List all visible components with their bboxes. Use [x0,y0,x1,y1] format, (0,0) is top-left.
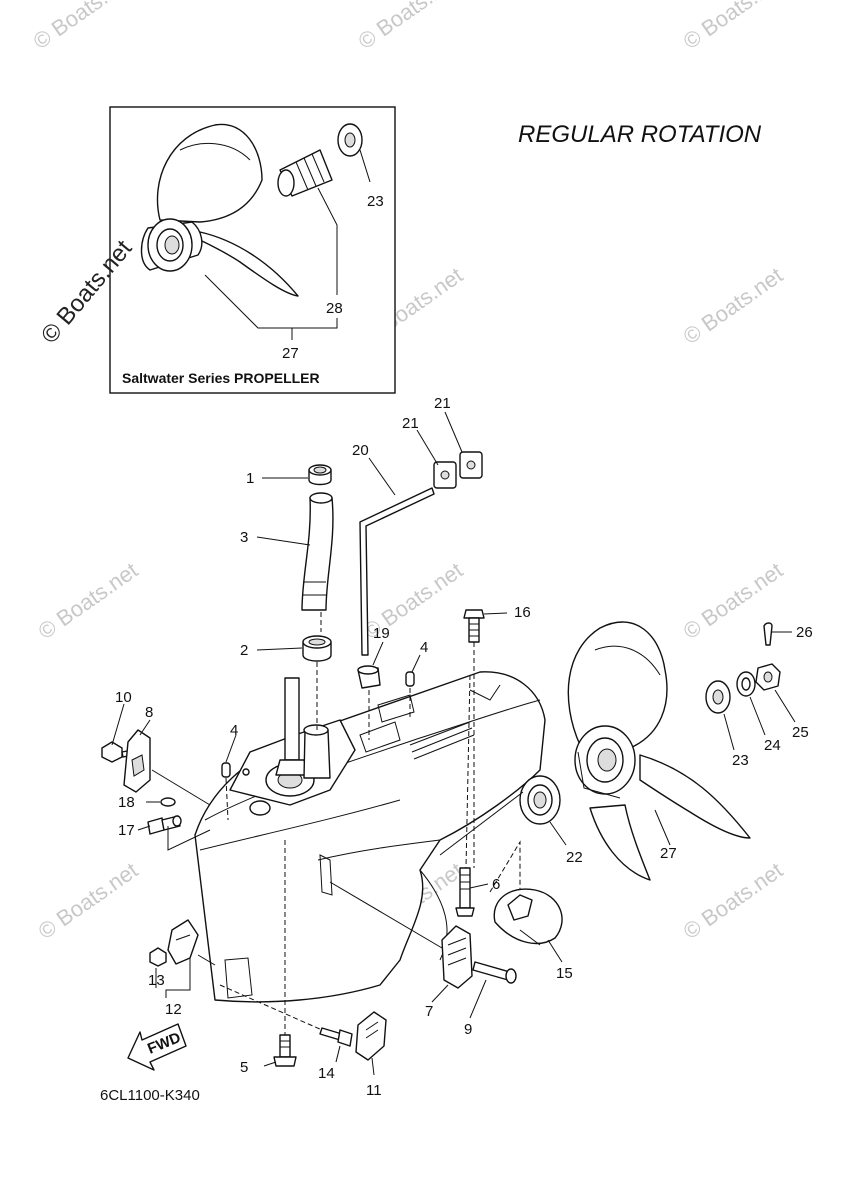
callout-5: 5 [240,1059,248,1076]
callout-6: 6 [492,876,500,893]
callout-15: 15 [556,965,573,982]
part-14-screw-11-anode [319,1011,387,1061]
callouts: 1 3 2 20 21 21 19 4 16 6 10 8 4 18 17 13… [115,395,813,1099]
watermark-text: © Boats.net [29,0,138,54]
saltwater-propeller-inset: 23 28 27 Saltwater Series PROPELLER [109,106,396,394]
diagram-code: 6CL1100-K340 [100,1087,200,1104]
inset-propeller-drawing [140,123,299,297]
callout-23-inset: 23 [367,193,384,210]
callout-2: 2 [240,642,248,659]
callout-10: 10 [115,689,132,706]
callout-3: 3 [240,529,248,546]
inset-caption: Saltwater Series PROPELLER [122,370,320,386]
callout-4a: 4 [420,639,428,656]
part-4-dowels [221,671,415,778]
lower-casing-drawing [194,671,546,1003]
callout-7: 7 [425,1003,433,1020]
callout-20: 20 [352,442,369,459]
part-15-trim-tab [493,888,563,946]
callout-4b: 4 [230,722,238,739]
callout-26: 26 [796,624,813,641]
callout-17: 17 [118,822,135,839]
callout-22: 22 [566,849,583,866]
leader-lines [111,411,796,1076]
part-21-clips [433,451,483,489]
part-2-grommet [302,635,332,662]
part-22-thrust-holder [519,775,561,825]
callout-12: 12 [165,1001,182,1018]
watermark-text: © Boats.net [34,857,143,944]
callout-18: 18 [118,794,135,811]
part-6-bolt [455,867,475,917]
diagram-title: REGULAR ROTATION [518,121,762,148]
callout-11: 11 [366,1082,382,1099]
part-18-oring-17-fitting [147,797,182,835]
part-3-water-tube [301,492,334,611]
callout-21b: 21 [434,395,451,412]
callout-13: 13 [148,972,165,989]
part-27-propeller [567,621,751,881]
propeller-hardware [705,622,781,714]
callout-28: 28 [326,300,343,317]
watermark-text: © Boats.net [679,0,788,54]
part-20-pipe [359,487,435,656]
callout-9: 9 [464,1021,472,1038]
part-1-grommet [308,464,332,486]
part-10-bolt-and-8-cover [101,729,151,793]
watermark-text: © Boats.net [679,857,788,944]
bushing-part-28 [277,149,333,197]
callout-1: 1 [246,470,254,487]
callout-14: 14 [318,1065,335,1082]
part-5-bolt [273,1034,297,1067]
callout-27-inset: 27 [282,345,299,362]
watermark-text: © Boats.net [679,262,788,349]
callout-24: 24 [764,737,781,754]
callout-21a: 21 [402,415,419,432]
callout-8: 8 [145,704,153,721]
part-7-anode-9-bolt [441,925,517,989]
callout-16: 16 [514,604,531,621]
callout-23-main: 23 [732,752,749,769]
spacer-part-23-inset [337,123,363,157]
part-12-13-assembly [149,919,199,967]
fwd-arrow: FWD [127,1023,187,1071]
callout-27-main: 27 [660,845,677,862]
callout-19: 19 [373,625,390,642]
watermark-text: © Boats.net [354,0,463,54]
part-16-bolt [463,609,485,643]
callout-25: 25 [792,724,809,741]
watermark-text: © Boats.net [34,557,143,644]
part-19-nozzle [357,665,381,689]
